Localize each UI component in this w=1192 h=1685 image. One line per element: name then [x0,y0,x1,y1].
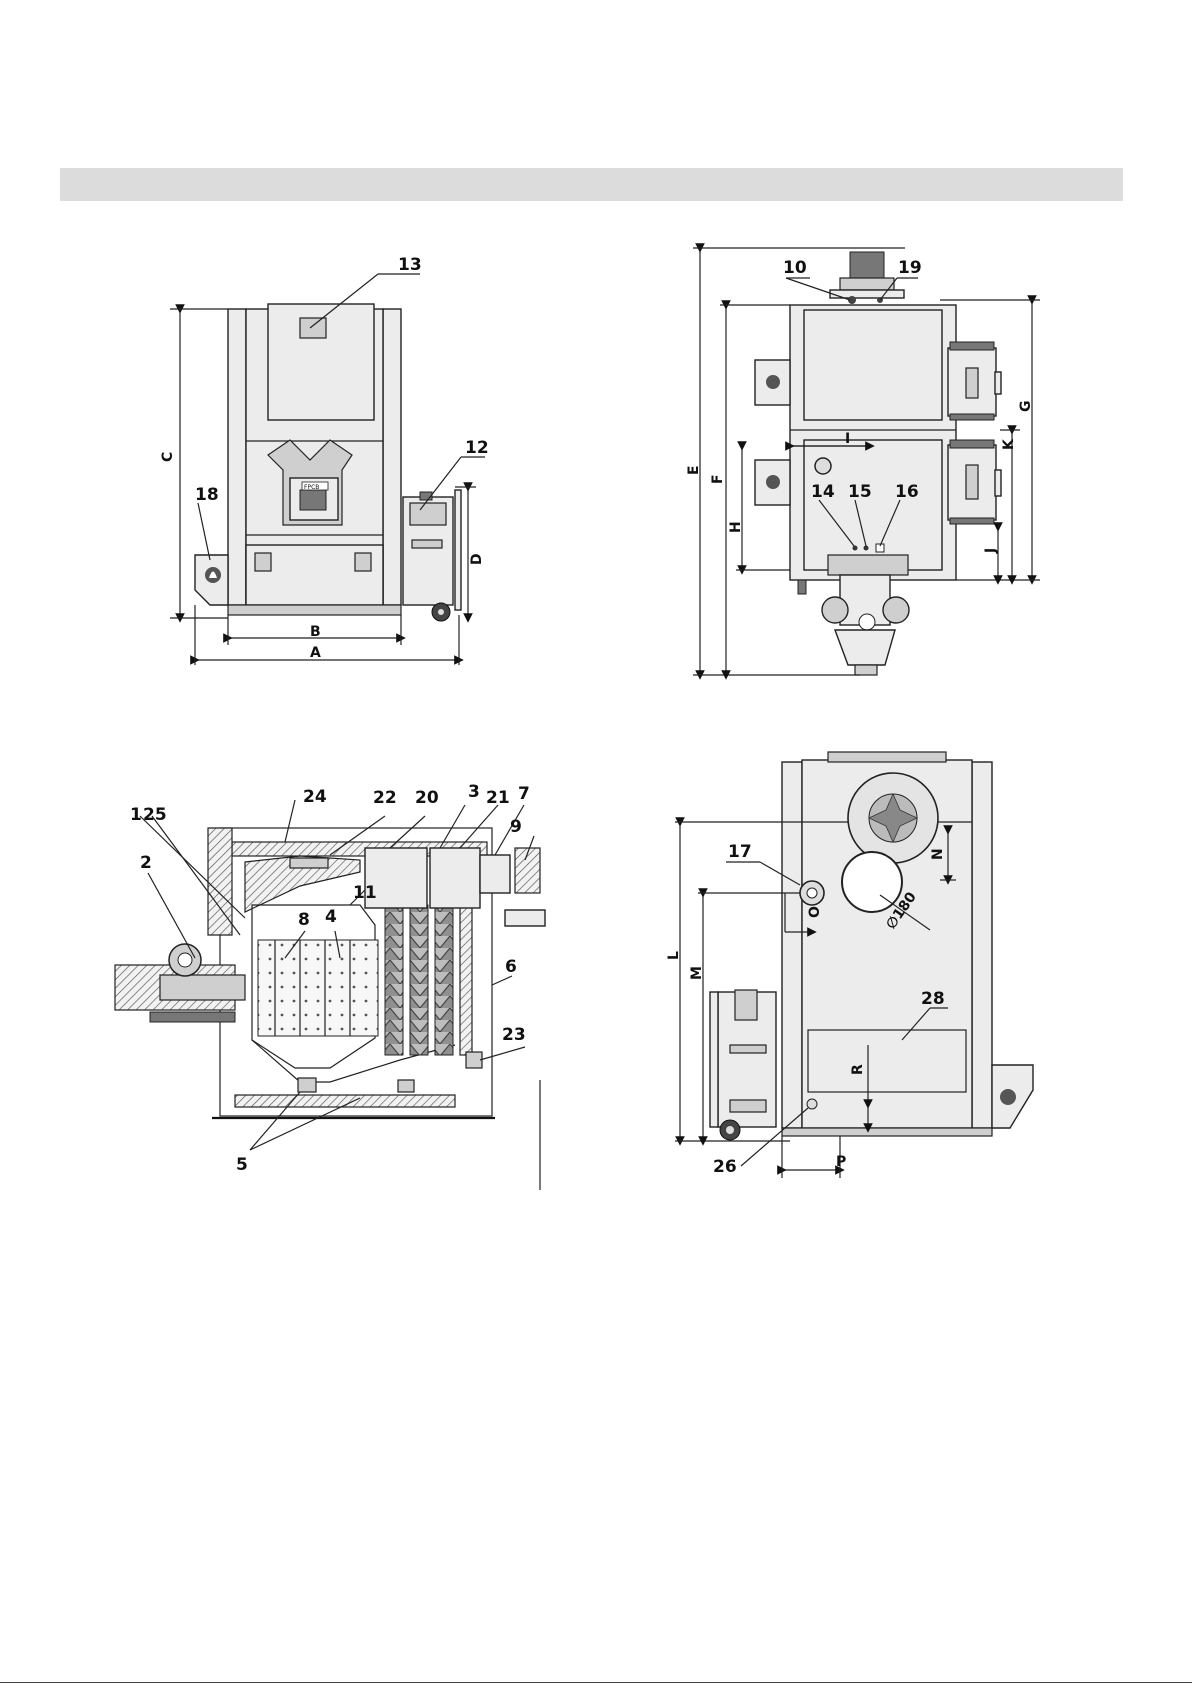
dim-C: C [160,452,176,462]
page-bottom-border [0,1682,1192,1683]
dim-K: K [1001,438,1017,450]
side-door-upper [948,342,1001,420]
dim-E: E [686,465,702,475]
rear-ash-box [710,990,776,1140]
label-2: 2 [140,853,152,873]
rear-view [675,752,1033,1178]
label-23: 23 [502,1025,526,1045]
side-burner-mount [828,555,908,575]
label-20: 20 [415,788,439,808]
dim-P: P [836,1154,846,1170]
rear-flue [842,852,902,912]
label-21: 21 [486,788,510,808]
front-right-side-panel [383,309,401,605]
dim-J: J [983,548,999,554]
dim-N: N [930,848,946,860]
dim-M: M [689,966,705,980]
section-grate [258,940,378,1036]
label-16: 16 [895,482,919,502]
front-ash-box [403,490,461,621]
label-14: 14 [811,482,835,502]
label-4: 4 [325,907,337,927]
dim-I: I [845,431,850,447]
front-view: FPCB [170,274,485,665]
label-11: 11 [353,883,377,903]
label-1: 1 [130,805,142,825]
label-28: 28 [921,989,945,1009]
label-5: 5 [236,1155,248,1175]
label-18: 18 [195,485,219,505]
label-9: 9 [510,817,522,837]
fan-icon [848,773,938,863]
dim-H: H [728,521,744,533]
front-display [300,318,326,338]
side-view [693,248,1040,675]
dim-D: D [469,553,485,565]
label-25: 25 [143,805,167,825]
label-7: 7 [518,784,530,804]
dim-F: F [710,474,726,484]
label-22: 22 [373,788,397,808]
label-15: 15 [848,482,872,502]
section-view [115,800,545,1190]
dim-G: G [1018,401,1034,413]
dim-A: A [310,645,321,661]
label-13: 13 [398,255,422,275]
label-19: 19 [898,258,922,278]
label-12: 12 [465,438,489,458]
label-3: 3 [468,782,480,802]
label-8: 8 [298,910,310,930]
label-26: 26 [713,1157,737,1177]
front-left-side-panel [228,309,246,605]
front-device-badge: FPCB [304,484,319,491]
side-flue-outlet [850,252,884,278]
dim-B: B [310,624,321,640]
section-burner [115,944,245,1022]
dim-O: O [807,906,823,918]
label-10: 10 [783,258,807,278]
flame-logo-icon [205,567,221,583]
dim-R: R [850,1064,866,1075]
dim-L: L [666,951,682,960]
label-6: 6 [505,957,517,977]
side-burner [798,575,909,675]
front-base [228,605,401,615]
label-24: 24 [303,787,327,807]
side-door-lower [948,440,1001,524]
label-17: 17 [728,842,752,862]
